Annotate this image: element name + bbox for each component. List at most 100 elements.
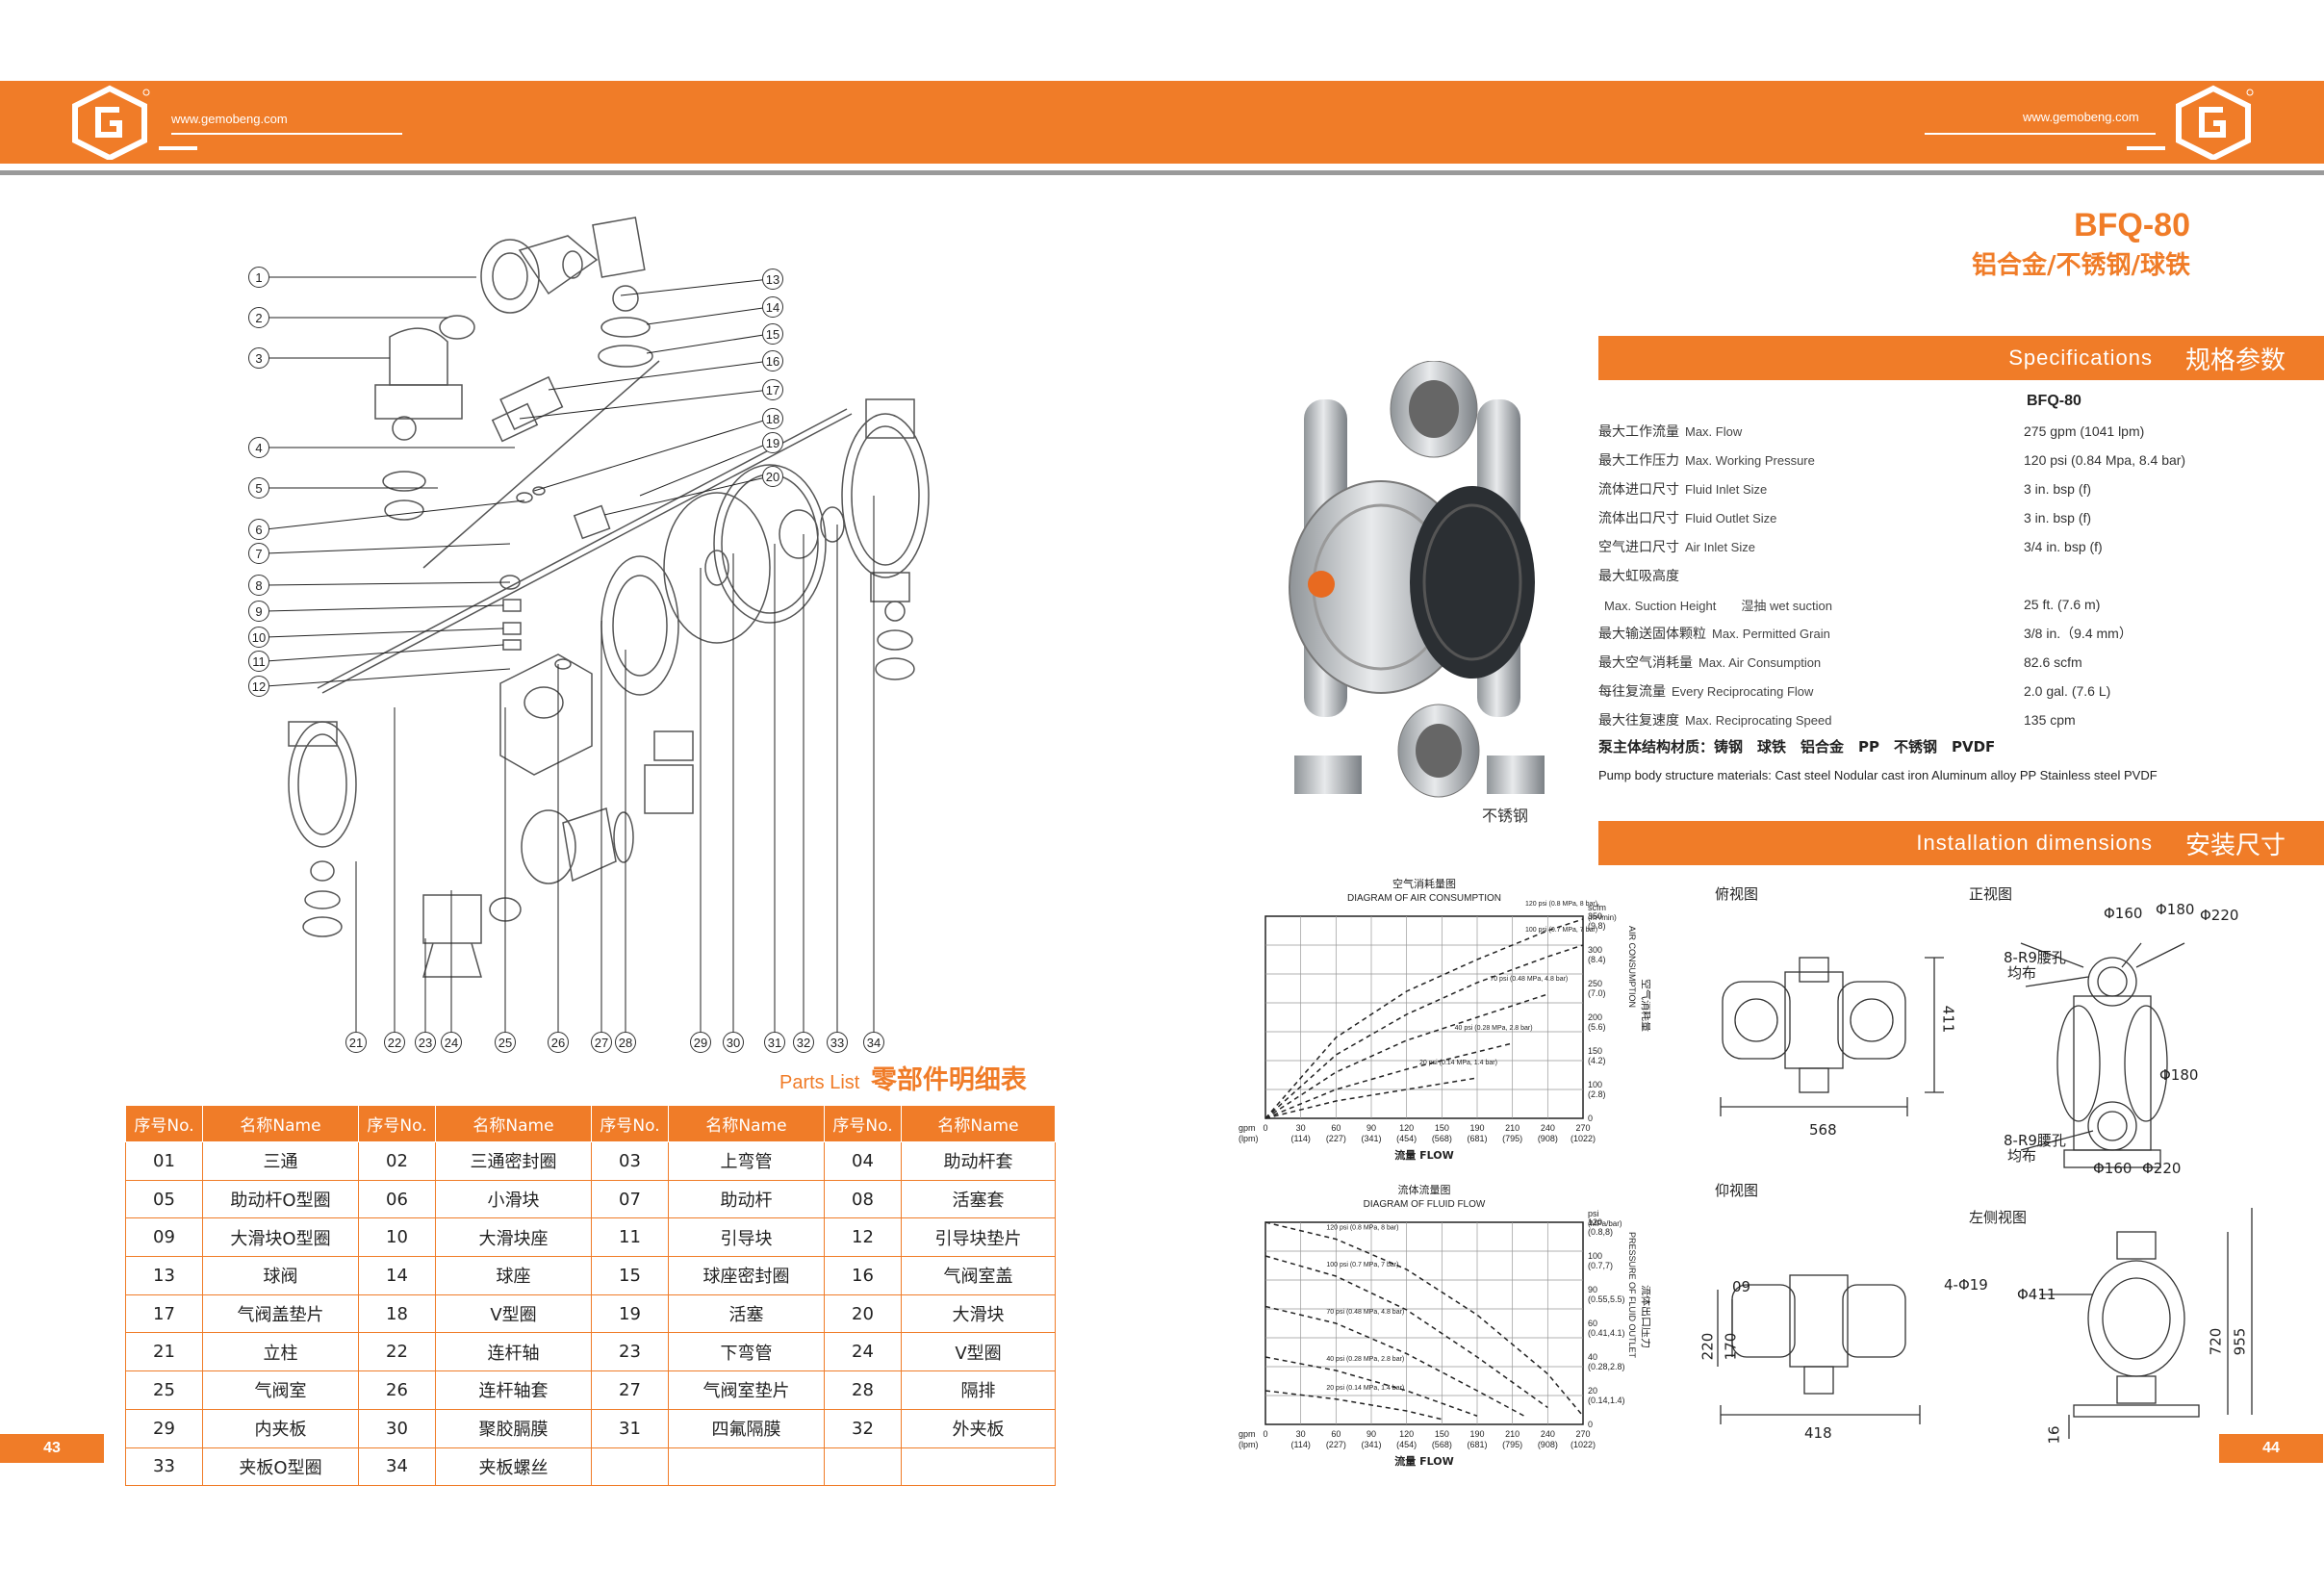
col-header: 序号No.	[125, 1105, 203, 1142]
spec-label-en: Every Reciprocating Flow	[1672, 684, 1814, 699]
y-tick-label-metric: (2.8)	[1588, 1089, 1606, 1099]
spec-value: 3/8 in.（9.4 mm）	[2024, 626, 2132, 641]
y-tick-label: 150	[1588, 1046, 1602, 1056]
part-number-cell: 24	[824, 1332, 902, 1372]
x-tick-label-lpm: (568)	[1432, 1134, 1452, 1143]
dim-front-slot: 8-R9腰孔	[2004, 949, 2066, 966]
x-tick-label-lpm: (227)	[1326, 1134, 1346, 1143]
col-header: 名称Name	[668, 1105, 825, 1142]
callout-32: 32	[793, 1032, 814, 1053]
x-tick-label-lpm: (568)	[1432, 1440, 1452, 1449]
y-tick-label-metric: (0.8,8)	[1588, 1227, 1613, 1237]
x-tick-label-lpm: (341)	[1361, 1134, 1381, 1143]
callout-29: 29	[690, 1032, 711, 1053]
dim-left-d411: Φ411	[2017, 1286, 2056, 1303]
spec-label-cn: 最大虹吸高度	[1598, 569, 1679, 584]
part-name-cell: 立柱	[202, 1332, 359, 1372]
callout-15: 15	[762, 323, 783, 345]
website-left[interactable]: www.gemobeng.com	[171, 112, 288, 126]
y-tick-label: 0	[1588, 1114, 1593, 1123]
part-number-cell: 11	[591, 1217, 669, 1258]
part-number-cell: 08	[824, 1179, 902, 1219]
callout-3: 3	[248, 347, 269, 369]
part-number-cell: 25	[125, 1370, 203, 1410]
y-tick-label: 40	[1588, 1352, 1597, 1362]
x-tick-label: 60	[1331, 1429, 1341, 1439]
spec-label-cn: 每往复流量	[1598, 684, 1666, 700]
x-tick-label: 0	[1263, 1123, 1267, 1133]
callout-26: 26	[548, 1032, 569, 1053]
callout-1: 1	[248, 267, 269, 288]
dim-front-d180b: Φ180	[2159, 1066, 2199, 1084]
spec-model: BFQ-80	[2027, 393, 2081, 409]
y-tick-label: 60	[1588, 1319, 1597, 1328]
page-number-left: 43	[0, 1434, 104, 1463]
spec-row: 最大虹吸高度	[1598, 561, 2291, 590]
y-tick-label: 120	[1588, 1217, 1602, 1227]
x-tick-label: 190	[1469, 1429, 1484, 1439]
part-name-cell	[901, 1447, 1056, 1487]
callout-25: 25	[495, 1032, 516, 1053]
spec-label-cn: 流体进口尺寸	[1598, 482, 1679, 498]
spec-value: 25 ft. (7.6 m)	[2024, 597, 2101, 612]
x-tick-label: 240	[1541, 1429, 1555, 1439]
part-number-cell: 02	[358, 1141, 436, 1181]
y-tick-label-metric: (5.6)	[1588, 1022, 1606, 1032]
dim-front-d220: Φ220	[2200, 907, 2239, 924]
x-tick-label: 90	[1366, 1429, 1376, 1439]
material-subtitle: 铝合金/不锈钢/球铁	[1972, 251, 2190, 280]
spec-label: Max. Suction Height 湿抽 wet suction	[1598, 596, 2024, 614]
y-axis-side-label: 流体出口压力	[1640, 1285, 1650, 1348]
part-number-cell: 17	[125, 1293, 203, 1334]
part-number-cell: 15	[591, 1256, 669, 1295]
x-axis-label: 流量 FLOW	[1394, 1454, 1453, 1468]
y-tick-label-metric: (4.2)	[1588, 1056, 1606, 1065]
part-number-cell: 26	[358, 1370, 436, 1410]
part-number-cell: 05	[125, 1179, 203, 1219]
x-unit-label-lpm: (lpm)	[1239, 1440, 1259, 1449]
part-number-cell: 33	[125, 1447, 203, 1487]
spec-label-en: Max. Working Pressure	[1685, 453, 1815, 468]
part-name-cell: 气阀室	[202, 1370, 359, 1410]
x-tick-label-lpm: (795)	[1502, 1134, 1522, 1143]
part-number-cell: 21	[125, 1332, 203, 1372]
x-tick-label-lpm: (795)	[1502, 1440, 1522, 1449]
col-header: 序号No.	[824, 1105, 902, 1142]
col-header: 序号No.	[358, 1105, 436, 1142]
y-tick-label-metric: (0.28,2.8)	[1588, 1362, 1625, 1371]
spec-label: 每往复流量 Every Reciprocating Flow	[1598, 681, 2024, 701]
specifications-title-en: Specifications	[2008, 346, 2153, 370]
callout-31: 31	[764, 1032, 785, 1053]
part-name-cell: 聚胶膈膜	[435, 1408, 592, 1448]
part-name-cell: 夹板O型圈	[202, 1447, 359, 1487]
spec-label-cn: 流体出口尺寸	[1598, 511, 1679, 526]
part-name-cell: 助动杆套	[901, 1141, 1056, 1181]
callout-30: 30	[723, 1032, 744, 1053]
part-name-cell: 球座	[435, 1256, 592, 1295]
x-tick-label-lpm: (341)	[1361, 1440, 1381, 1449]
part-name-cell: 内夹板	[202, 1408, 359, 1448]
series-label: 70 psi (0.48 MPa, 4.8 bar)	[1490, 976, 1568, 983]
x-tick-label: 30	[1296, 1123, 1306, 1133]
part-number-cell: 30	[358, 1408, 436, 1448]
part-name-cell: 气阀盖垫片	[202, 1293, 359, 1334]
col-header: 序号No.	[591, 1105, 669, 1142]
website-right[interactable]: www.gemobeng.com	[2023, 110, 2139, 124]
dim-front-d180: Φ180	[2156, 901, 2195, 918]
x-tick-label: 120	[1399, 1429, 1414, 1439]
dim-bottom-09: 09	[1732, 1278, 1751, 1295]
exploded-view-diagram	[265, 217, 930, 1035]
dim-left-955: 955	[2231, 1327, 2249, 1356]
part-name-cell: 连杆轴	[435, 1332, 592, 1372]
